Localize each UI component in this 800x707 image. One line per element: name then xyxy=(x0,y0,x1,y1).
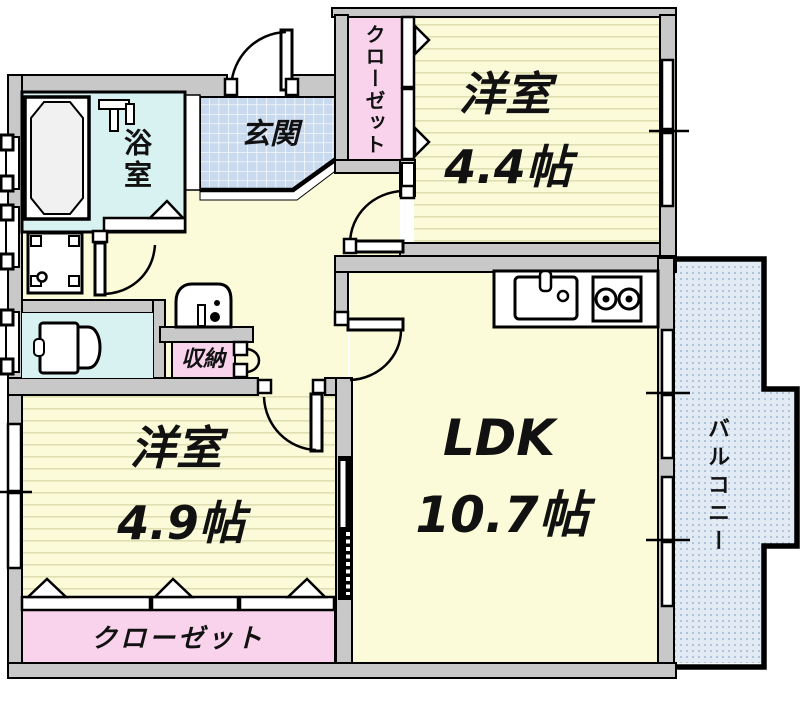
closet-door-triangle xyxy=(151,577,196,599)
wall-bath-right xyxy=(184,94,201,191)
room-bottom-name: 洋室 xyxy=(130,421,222,475)
small-window xyxy=(0,133,20,193)
small-window xyxy=(0,308,20,376)
door-jamb xyxy=(223,77,239,97)
closet-top-door xyxy=(400,87,416,161)
window-ldk-lower xyxy=(646,475,690,608)
wall-room-top-bottom xyxy=(399,242,661,258)
washroom-door-swing xyxy=(104,244,157,296)
closet-top-door xyxy=(400,15,416,89)
door-jamb xyxy=(399,184,416,200)
room-bottom-size: 4.9帖 xyxy=(117,496,245,550)
door-jamb xyxy=(342,237,358,255)
basin-slot xyxy=(197,304,206,327)
small-window xyxy=(0,203,20,271)
wall-bottom xyxy=(7,662,677,679)
bathroom xyxy=(20,90,187,234)
closet-door-triangle xyxy=(413,22,431,58)
storage-area xyxy=(171,341,236,379)
storage-label: 収納 xyxy=(180,347,226,372)
washer-corner xyxy=(68,235,80,247)
toilet-room xyxy=(22,313,153,378)
bathtub-inner xyxy=(30,101,84,215)
door-jamb xyxy=(232,362,249,379)
western-room-top-floor xyxy=(414,17,660,243)
wall-closet-left xyxy=(334,14,349,166)
bath-faucet-icon xyxy=(98,99,130,110)
door-jamb xyxy=(333,310,350,327)
sink-faucet-icon xyxy=(538,269,553,293)
door-jamb xyxy=(284,77,300,97)
entrance-door-swing xyxy=(229,30,287,89)
windows xyxy=(0,58,690,608)
entrance-step-edge xyxy=(200,157,338,193)
window-room-top xyxy=(649,58,689,208)
closet-door-triangle xyxy=(284,577,329,599)
door-jamb xyxy=(256,378,273,395)
wall-top-right xyxy=(331,7,677,18)
closet-doors xyxy=(20,15,431,612)
basin-dot-small xyxy=(214,300,220,306)
closet-bottom-door xyxy=(150,595,240,612)
closet-bottom-door xyxy=(238,595,336,612)
sliding-door-panel xyxy=(340,461,346,527)
basin-dot-large xyxy=(210,312,220,322)
washer-drain xyxy=(36,271,48,283)
wall-basin-bottom xyxy=(159,326,254,343)
stove-burner-center xyxy=(625,295,633,303)
wall-hall-right xyxy=(334,271,349,315)
toilet-bowl xyxy=(76,325,102,370)
balcony-label: バルコニー xyxy=(704,417,729,557)
closet-top-label: クローゼット xyxy=(362,24,386,156)
wash-basin xyxy=(174,282,233,329)
kitchen-counter xyxy=(492,269,660,329)
washroom-door-leaf xyxy=(93,241,107,297)
room-bottom-door-leaf xyxy=(309,392,324,453)
room-top-name: 洋室 xyxy=(459,67,551,121)
toilet-knob xyxy=(33,338,45,357)
closet-bottom-label: クローゼット xyxy=(90,624,266,654)
ldk-name: LDK xyxy=(442,409,556,467)
wall-room-bottom-top-a xyxy=(7,377,259,396)
ldk-door-leaf xyxy=(346,317,405,332)
washer-corner xyxy=(68,275,80,287)
bath-faucet-stem-icon xyxy=(109,108,119,132)
washer-space xyxy=(26,231,84,295)
bath-door-triangle xyxy=(146,199,186,220)
ldk-door-swing xyxy=(349,329,403,382)
entrance-label: 玄関 xyxy=(240,116,300,151)
window-ldk-upper xyxy=(646,328,690,460)
window-room-bottom xyxy=(0,422,32,570)
balcony-floor xyxy=(674,262,796,663)
door-jamb xyxy=(232,340,249,357)
balcony-railing xyxy=(656,256,800,670)
doors xyxy=(91,28,416,600)
washer-corner xyxy=(30,235,42,247)
stove-burner-center xyxy=(602,295,610,303)
bath-door xyxy=(102,216,187,233)
room-bottom-door-swing xyxy=(262,396,317,452)
door-jamb xyxy=(91,229,109,244)
sink-drain xyxy=(556,289,570,303)
closet-door-triangle xyxy=(413,124,431,160)
closet-door-triangle xyxy=(24,577,70,599)
door-jamb xyxy=(311,378,327,395)
room-top-door-swing xyxy=(348,189,404,245)
storage-door-swing xyxy=(246,347,261,374)
toilet-tank xyxy=(38,321,80,375)
closet-bottom-door xyxy=(20,595,152,612)
room-top-size: 4.4帖 xyxy=(444,140,572,194)
western-room-bottom-floor xyxy=(22,395,335,598)
bath-shower-icon xyxy=(125,103,135,125)
wall-toilet-top xyxy=(21,299,166,314)
ldk-size: 10.7帖 xyxy=(415,486,589,544)
bathroom-label: 浴室 xyxy=(120,128,153,192)
